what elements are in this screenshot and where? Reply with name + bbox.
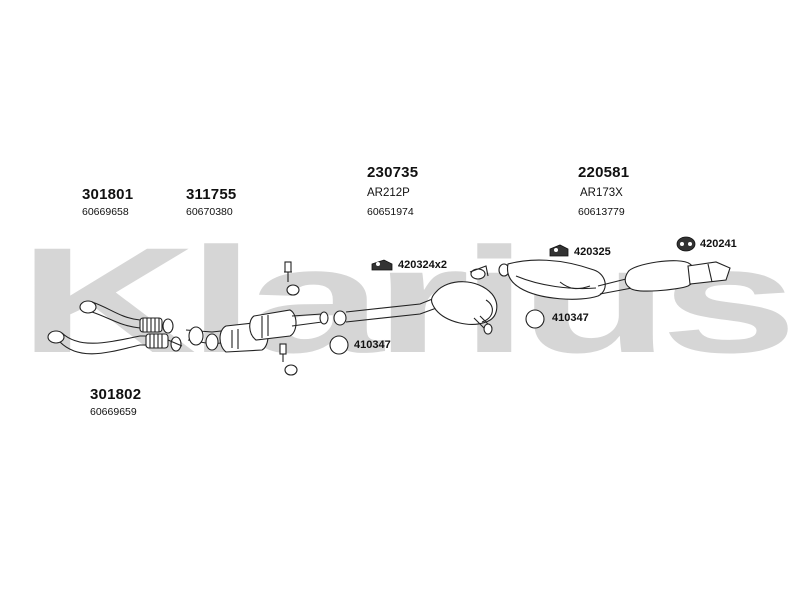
brand-watermark: Klarius [18,216,789,384]
part-ref-230735: 60651974 [367,206,414,218]
hardware-code-420241: 420241 [700,238,737,250]
part-ref-311755: 60670380 [186,206,233,218]
rubber-mount-420241-icon [676,236,696,252]
hardware-code-410347-b: 410347 [552,312,589,324]
front-pipe-301801-drawing [79,300,174,334]
part-ref-301802: 60669659 [90,406,137,418]
hardware-code-420324: 420324x2 [398,259,447,271]
hardware-code-420325: 420325 [574,246,611,258]
part-alt-230735: AR212P [367,187,410,199]
hardware-code-410347-a: 410347 [354,339,391,351]
part-alt-220581: AR173X [580,187,623,199]
clamp-420325-icon [549,244,569,257]
part-code-301801: 301801 [82,186,134,203]
part-ref-220581: 60613779 [578,206,625,218]
part-code-220581: 220581 [578,164,630,181]
clamp-420324-icon [371,259,393,271]
front-pipe-301802-drawing [47,330,183,355]
part-ref-301801: 60669658 [82,206,129,218]
part-code-230735: 230735 [367,164,419,181]
rear-silencer-220581-drawing [498,259,731,300]
part-code-301802: 301802 [90,386,142,403]
gasket-410347-b-icon [525,309,545,329]
part-code-311755: 311755 [186,186,237,203]
catalyst-311755-drawing [185,261,329,376]
centre-silencer-230735-drawing [333,265,498,335]
gasket-410347-a-icon [329,335,349,355]
